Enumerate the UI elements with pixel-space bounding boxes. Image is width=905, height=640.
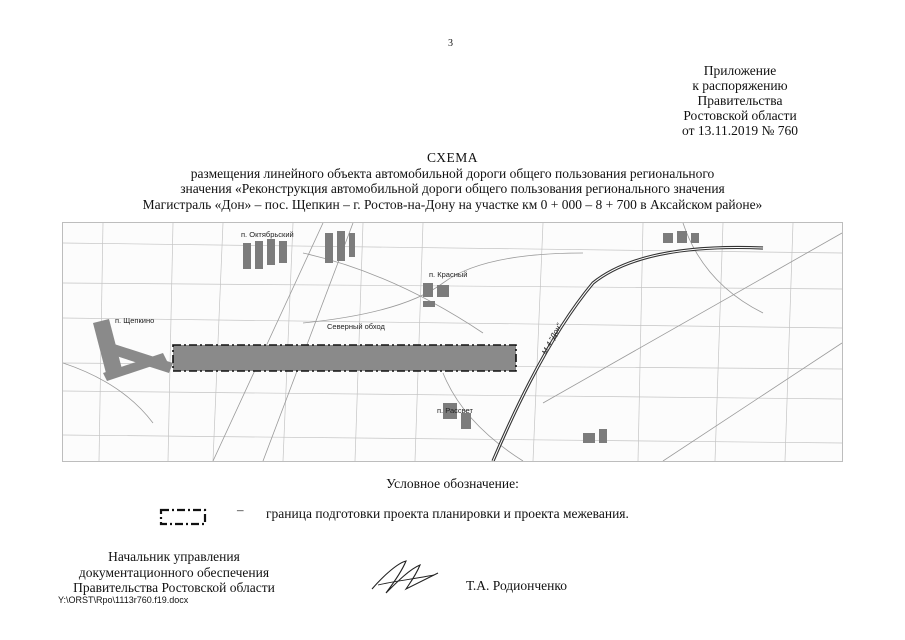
legend-text: граница подготовки проекта планировки и …: [266, 506, 629, 521]
signature-icon: [371, 560, 439, 594]
highway-m4-centerline: [492, 246, 764, 462]
map-drawing: п. Октябрьский п. Красный п. Щепкино Сев…: [62, 222, 843, 462]
appendix-line: Приложение: [703, 63, 777, 78]
appendix-line: Ростовской области: [683, 108, 797, 123]
label-oktyabrsky: п. Октябрьский: [241, 230, 294, 239]
page-number: 3: [448, 38, 453, 49]
signatory-name: Т.А. Родионченко: [466, 578, 567, 593]
label-route-m4: М-4 "Дон": [540, 321, 564, 355]
boundary-symbol-icon: [159, 508, 207, 526]
position-line: Правительства Ростовской области: [73, 580, 275, 595]
appendix-header: Приложение к распоряжению Правительства …: [640, 63, 840, 138]
label-severny-obhod: Северный обход: [327, 322, 386, 331]
position-line: Начальник управления: [108, 549, 240, 564]
label-rassvet: п. Рассвет: [437, 406, 473, 415]
signatory-position: Начальник управления документационного о…: [58, 549, 290, 596]
handwritten-signature: [364, 555, 444, 605]
position-line: документационного обеспечения: [78, 564, 270, 580]
settlement-blocks: [243, 231, 699, 443]
parcel-lines: [62, 222, 843, 462]
title-line: Магистраль «Дон» – пос. Щепкин – г. Рост…: [142, 196, 763, 212]
legend-dash: –: [237, 502, 244, 517]
title-heading: СХЕМА: [427, 150, 478, 165]
title-line: размещения линейного объекта автомобильн…: [190, 165, 715, 181]
shchepkino-blocks: [93, 319, 173, 381]
legend-title: Условное обозначение:: [386, 476, 519, 491]
legend-boundary-symbol: [159, 508, 207, 531]
document-title: СХЕМА размещения линейного объекта автом…: [80, 150, 825, 212]
site-map: п. Октябрьский п. Красный п. Щепкино Сев…: [62, 222, 843, 462]
file-path: Y:\ORST\Rpo\1113r760.f19.docx: [58, 595, 189, 605]
project-boundary: [172, 344, 517, 372]
appendix-line: от 13.11.2019 № 760: [682, 123, 798, 138]
title-line: значения «Реконструкция автомобильной до…: [180, 181, 725, 196]
label-krasny: п. Красный: [429, 270, 467, 279]
appendix-line: Правительства: [697, 93, 783, 108]
appendix-line: к распоряжению: [692, 78, 788, 93]
minor-roads: [62, 222, 843, 462]
label-shchepkino: п. Щепкино: [115, 316, 154, 325]
